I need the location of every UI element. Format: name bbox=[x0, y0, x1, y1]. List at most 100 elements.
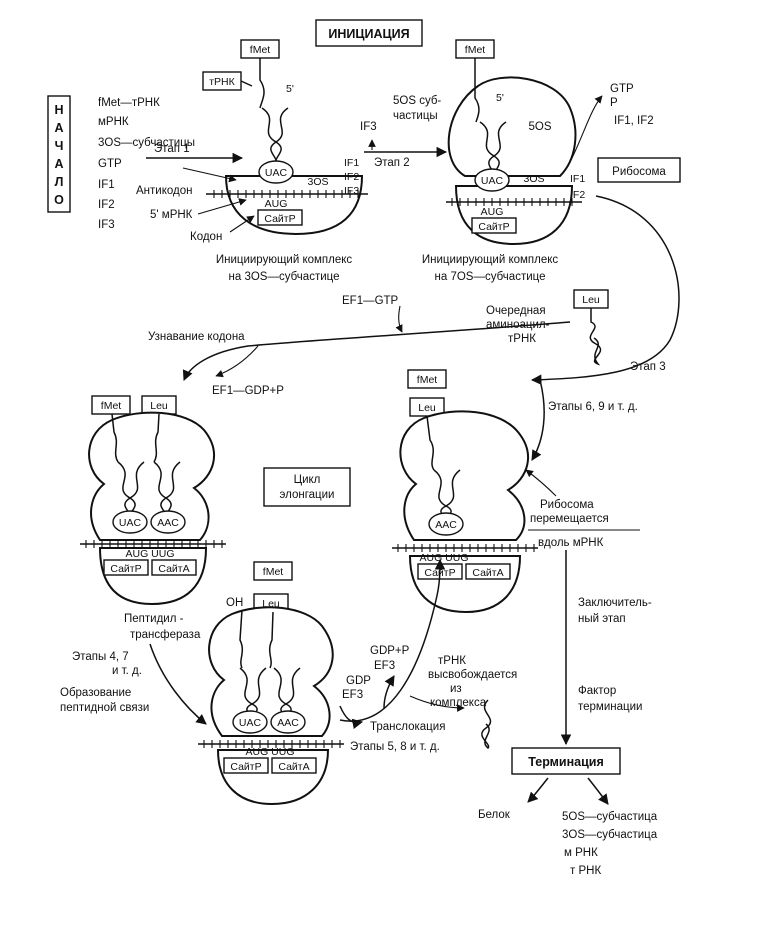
if-label: IF1 bbox=[344, 157, 359, 169]
released-item: P bbox=[610, 97, 618, 109]
ribosome-body bbox=[208, 606, 334, 737]
site-p-box bbox=[257, 209, 303, 226]
fmet-label: fMet bbox=[263, 566, 284, 578]
ingredient: IF1 bbox=[98, 179, 115, 191]
if3-label: IF3 bbox=[360, 121, 377, 133]
released-item: GTP bbox=[610, 83, 634, 95]
final-label: Заключитель- bbox=[578, 597, 652, 609]
fmet-box bbox=[91, 395, 131, 415]
product-item: 3OS—субчастица bbox=[562, 829, 658, 841]
ribosome-right: fMet Leu AAC AUG UUG СайтР СайтА bbox=[392, 369, 538, 614]
oh-label: OH bbox=[226, 597, 243, 609]
sub50-label: частицы bbox=[393, 110, 438, 122]
trna-label: тРНК bbox=[209, 76, 235, 88]
peptide-bond-label: Образование bbox=[60, 687, 131, 699]
caption-line: на 3OS—субчастице bbox=[229, 271, 340, 283]
fmet-label: fMet bbox=[250, 44, 271, 56]
aminoacyl-label: Очередная bbox=[486, 305, 546, 317]
elongation-label: Цикл bbox=[294, 474, 321, 486]
trna-free-label: комплекса bbox=[430, 697, 487, 709]
codon-seq: AUG bbox=[265, 198, 288, 210]
small-subunit-label: 3OS bbox=[523, 173, 544, 185]
anticodon-oval bbox=[150, 510, 186, 534]
termination-factor-label: Фактор bbox=[578, 685, 616, 697]
anticodon-seq: UAC bbox=[239, 717, 262, 729]
elongation-box bbox=[263, 467, 351, 507]
subunit-30s bbox=[454, 185, 574, 246]
site-p-label: СайтР bbox=[478, 221, 509, 233]
start-letter: А bbox=[54, 157, 63, 171]
leu-label: Leu bbox=[582, 294, 600, 306]
start-letter: Л bbox=[55, 175, 64, 189]
aminoacyl-trna: EF1—GTP Очередная аминоацил- тРНК Leu bbox=[342, 289, 609, 366]
codon-seq: AUG UUG bbox=[125, 548, 174, 560]
product-item: м РНК bbox=[564, 847, 598, 859]
ingredient: IF3 bbox=[98, 219, 115, 231]
ingredient: 3OS—субчастицы bbox=[98, 137, 195, 149]
stage2-label: Этап 2 bbox=[374, 157, 410, 169]
start-box bbox=[47, 95, 71, 213]
caption-line: на 7OS—субчастице bbox=[435, 271, 546, 283]
sub50-label: 5OS суб- bbox=[393, 95, 441, 107]
stages-69-label: Этапы 6, 9 и т. д. bbox=[548, 401, 638, 413]
anticodon-oval bbox=[270, 710, 306, 734]
anticodon-seq: AAC bbox=[435, 519, 457, 531]
fmet-label: fMet bbox=[465, 44, 486, 56]
stage1-label: Этап 1 bbox=[154, 143, 190, 155]
anticodon-oval bbox=[428, 512, 464, 536]
if-label: IF2 bbox=[570, 189, 585, 201]
aminoacyl-label: тРНК bbox=[508, 333, 536, 345]
site-a-label: СайтА bbox=[472, 567, 503, 579]
moves-label: вдоль мРНК bbox=[538, 537, 604, 549]
stage2: IF3 5OS суб- частицы Этап 2 bbox=[360, 95, 448, 169]
start-letter: А bbox=[54, 121, 63, 135]
termination-products: 5OS—субчастица 3OS—субчастица м РНК т РН… bbox=[562, 811, 658, 877]
site-p-label: СайтР bbox=[110, 563, 141, 575]
site-a-label: СайтА bbox=[278, 761, 309, 773]
start-letter: О bbox=[54, 193, 64, 207]
start-letter: Ч bbox=[55, 139, 64, 153]
codon-label: Кодон bbox=[190, 231, 222, 243]
ribosome-body bbox=[399, 410, 529, 541]
recognition-label: Узнавание кодона bbox=[148, 331, 245, 343]
moves-label: перемещается bbox=[530, 513, 609, 525]
fmet-box bbox=[407, 369, 447, 389]
stages-47-label: Этапы 4, 7 bbox=[72, 651, 129, 663]
start-letters: Н А Ч А Л О bbox=[54, 103, 64, 207]
transferase-label: трансфераза bbox=[130, 629, 201, 641]
ingredient: fMet—тРНК bbox=[98, 97, 160, 109]
gdp-in-label: GDP bbox=[346, 675, 371, 687]
site-p-box bbox=[471, 217, 517, 234]
title-text: ИНИЦИАЦИЯ bbox=[328, 27, 409, 41]
if-label: IF2 bbox=[344, 171, 359, 183]
elongation-label: элонгации bbox=[280, 489, 335, 501]
codon-seq: AUG UUG bbox=[245, 746, 294, 758]
trna-free-label: из bbox=[450, 683, 462, 695]
anticodon-seq: UAC bbox=[481, 175, 504, 187]
ingredient: мРНК bbox=[98, 116, 129, 128]
ribosome-label: Рибосома bbox=[612, 166, 666, 178]
stage3-label: Этап 3 bbox=[630, 361, 666, 373]
site-p-label: СайтР bbox=[230, 761, 261, 773]
anticodon-oval bbox=[258, 160, 294, 184]
subunit-label: 3OS bbox=[307, 176, 328, 188]
site-a-box bbox=[151, 559, 197, 576]
ribosome-body bbox=[88, 411, 215, 541]
anticodon-seq: AAC bbox=[157, 517, 179, 529]
fmet-label: fMet bbox=[417, 374, 438, 386]
ribosome-bottom: fMet Leu OH UAC AAC AUG UUG СайтР СайтА bbox=[198, 561, 344, 806]
site-p-label: СайтР bbox=[264, 213, 295, 225]
ingredient: IF2 bbox=[98, 199, 115, 211]
trna-free-label: высвобождается bbox=[428, 669, 517, 681]
anticodon-seq: AAC bbox=[277, 717, 299, 729]
anticodon-oval bbox=[112, 510, 148, 534]
final-label: ный этап bbox=[578, 613, 626, 625]
site-p-box bbox=[223, 757, 269, 774]
site-p-box bbox=[103, 559, 149, 576]
ef-gtp-label: EF1—GTP bbox=[342, 295, 399, 307]
anticodon-seq: UAC bbox=[119, 517, 142, 529]
caption-line: Инициирующий комплекс bbox=[216, 254, 353, 266]
anticodon-seq: UAC bbox=[265, 167, 288, 179]
moves-label: Рибосома bbox=[540, 499, 594, 511]
